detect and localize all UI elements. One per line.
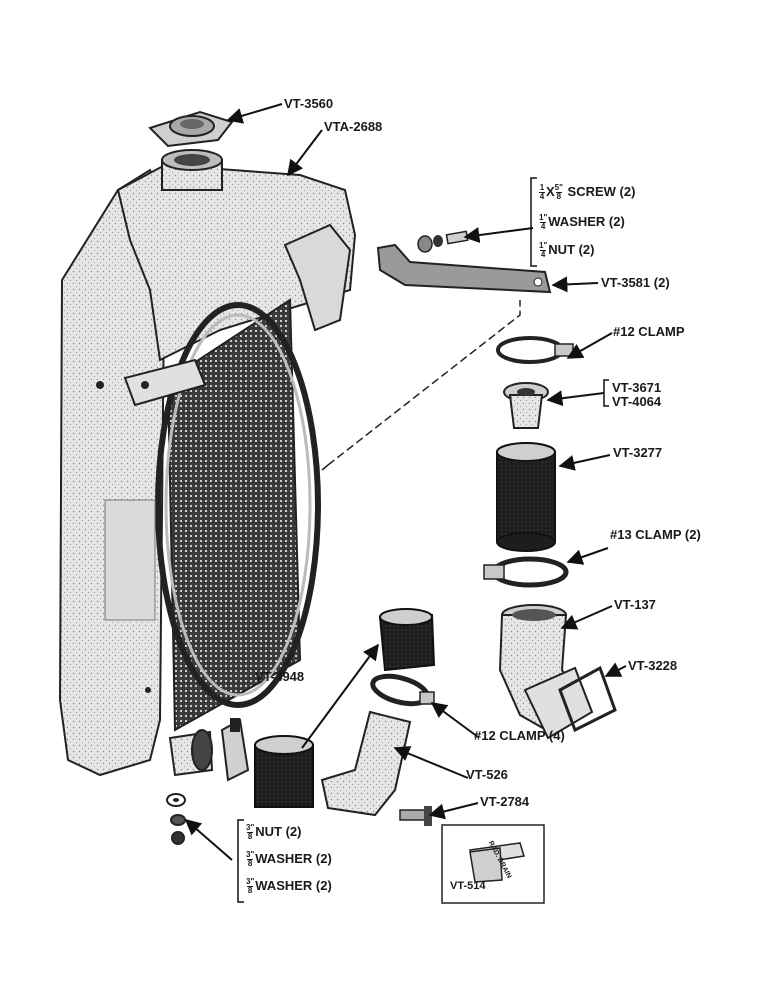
- lower-hose-long: [254, 735, 314, 808]
- radiator-side-tank: [58, 168, 167, 777]
- hose-elbow: [320, 710, 412, 817]
- fan-shroud: [155, 302, 321, 708]
- leader-lines: [184, 103, 627, 861]
- bottom-hardware: [166, 793, 186, 845]
- upper-hose: [496, 442, 556, 552]
- water-outlet: [498, 604, 594, 740]
- radiator-cap: [148, 110, 234, 148]
- label-thermostat-a: VT-3671: [612, 380, 662, 395]
- lower-hose-short: [378, 608, 436, 672]
- label-elbow: VT-526: [466, 767, 508, 782]
- assembly-centerline: [327, 300, 521, 466]
- label-clamp12-four: #12 CLAMP (4): [474, 728, 565, 743]
- inlet-neck: [283, 223, 352, 332]
- label-clamp13: #13 CLAMP (2): [610, 527, 701, 542]
- label-bracket: VT-3581 (2): [601, 275, 670, 290]
- label-lower-hose: VT-4948: [255, 669, 305, 684]
- outlet-gasket: [558, 665, 617, 733]
- wrench-inset: [441, 824, 545, 904]
- label-outlet: VT-137: [614, 597, 656, 612]
- label-drain: VT-2784: [480, 794, 530, 809]
- label-wrench: VT-514: [450, 880, 486, 892]
- group-brackets: [237, 177, 609, 903]
- label-radiator: VTA-2688: [324, 119, 383, 134]
- clamp-13: [483, 556, 569, 588]
- upper-bracket: [376, 243, 552, 294]
- thermostat: [503, 382, 549, 429]
- radiator-assembly: [58, 149, 357, 777]
- clamp-12-top: [496, 336, 574, 364]
- label-thermostat-b: VT-4064: [612, 394, 662, 409]
- clamp-12-lower: [370, 673, 435, 707]
- label-upper-hose: VT-3277: [613, 445, 663, 460]
- label-clamp12-top: #12 CLAMP: [613, 324, 685, 339]
- drain-cock: [399, 806, 432, 826]
- label-cap: VT-3560: [284, 96, 334, 111]
- radiator-top-tank: [116, 163, 357, 362]
- label-gasket: VT-3228: [628, 658, 678, 673]
- clamp-12-bottom-left: [220, 718, 250, 782]
- bracket-hardware: [417, 230, 469, 253]
- side-bracket: [123, 358, 207, 407]
